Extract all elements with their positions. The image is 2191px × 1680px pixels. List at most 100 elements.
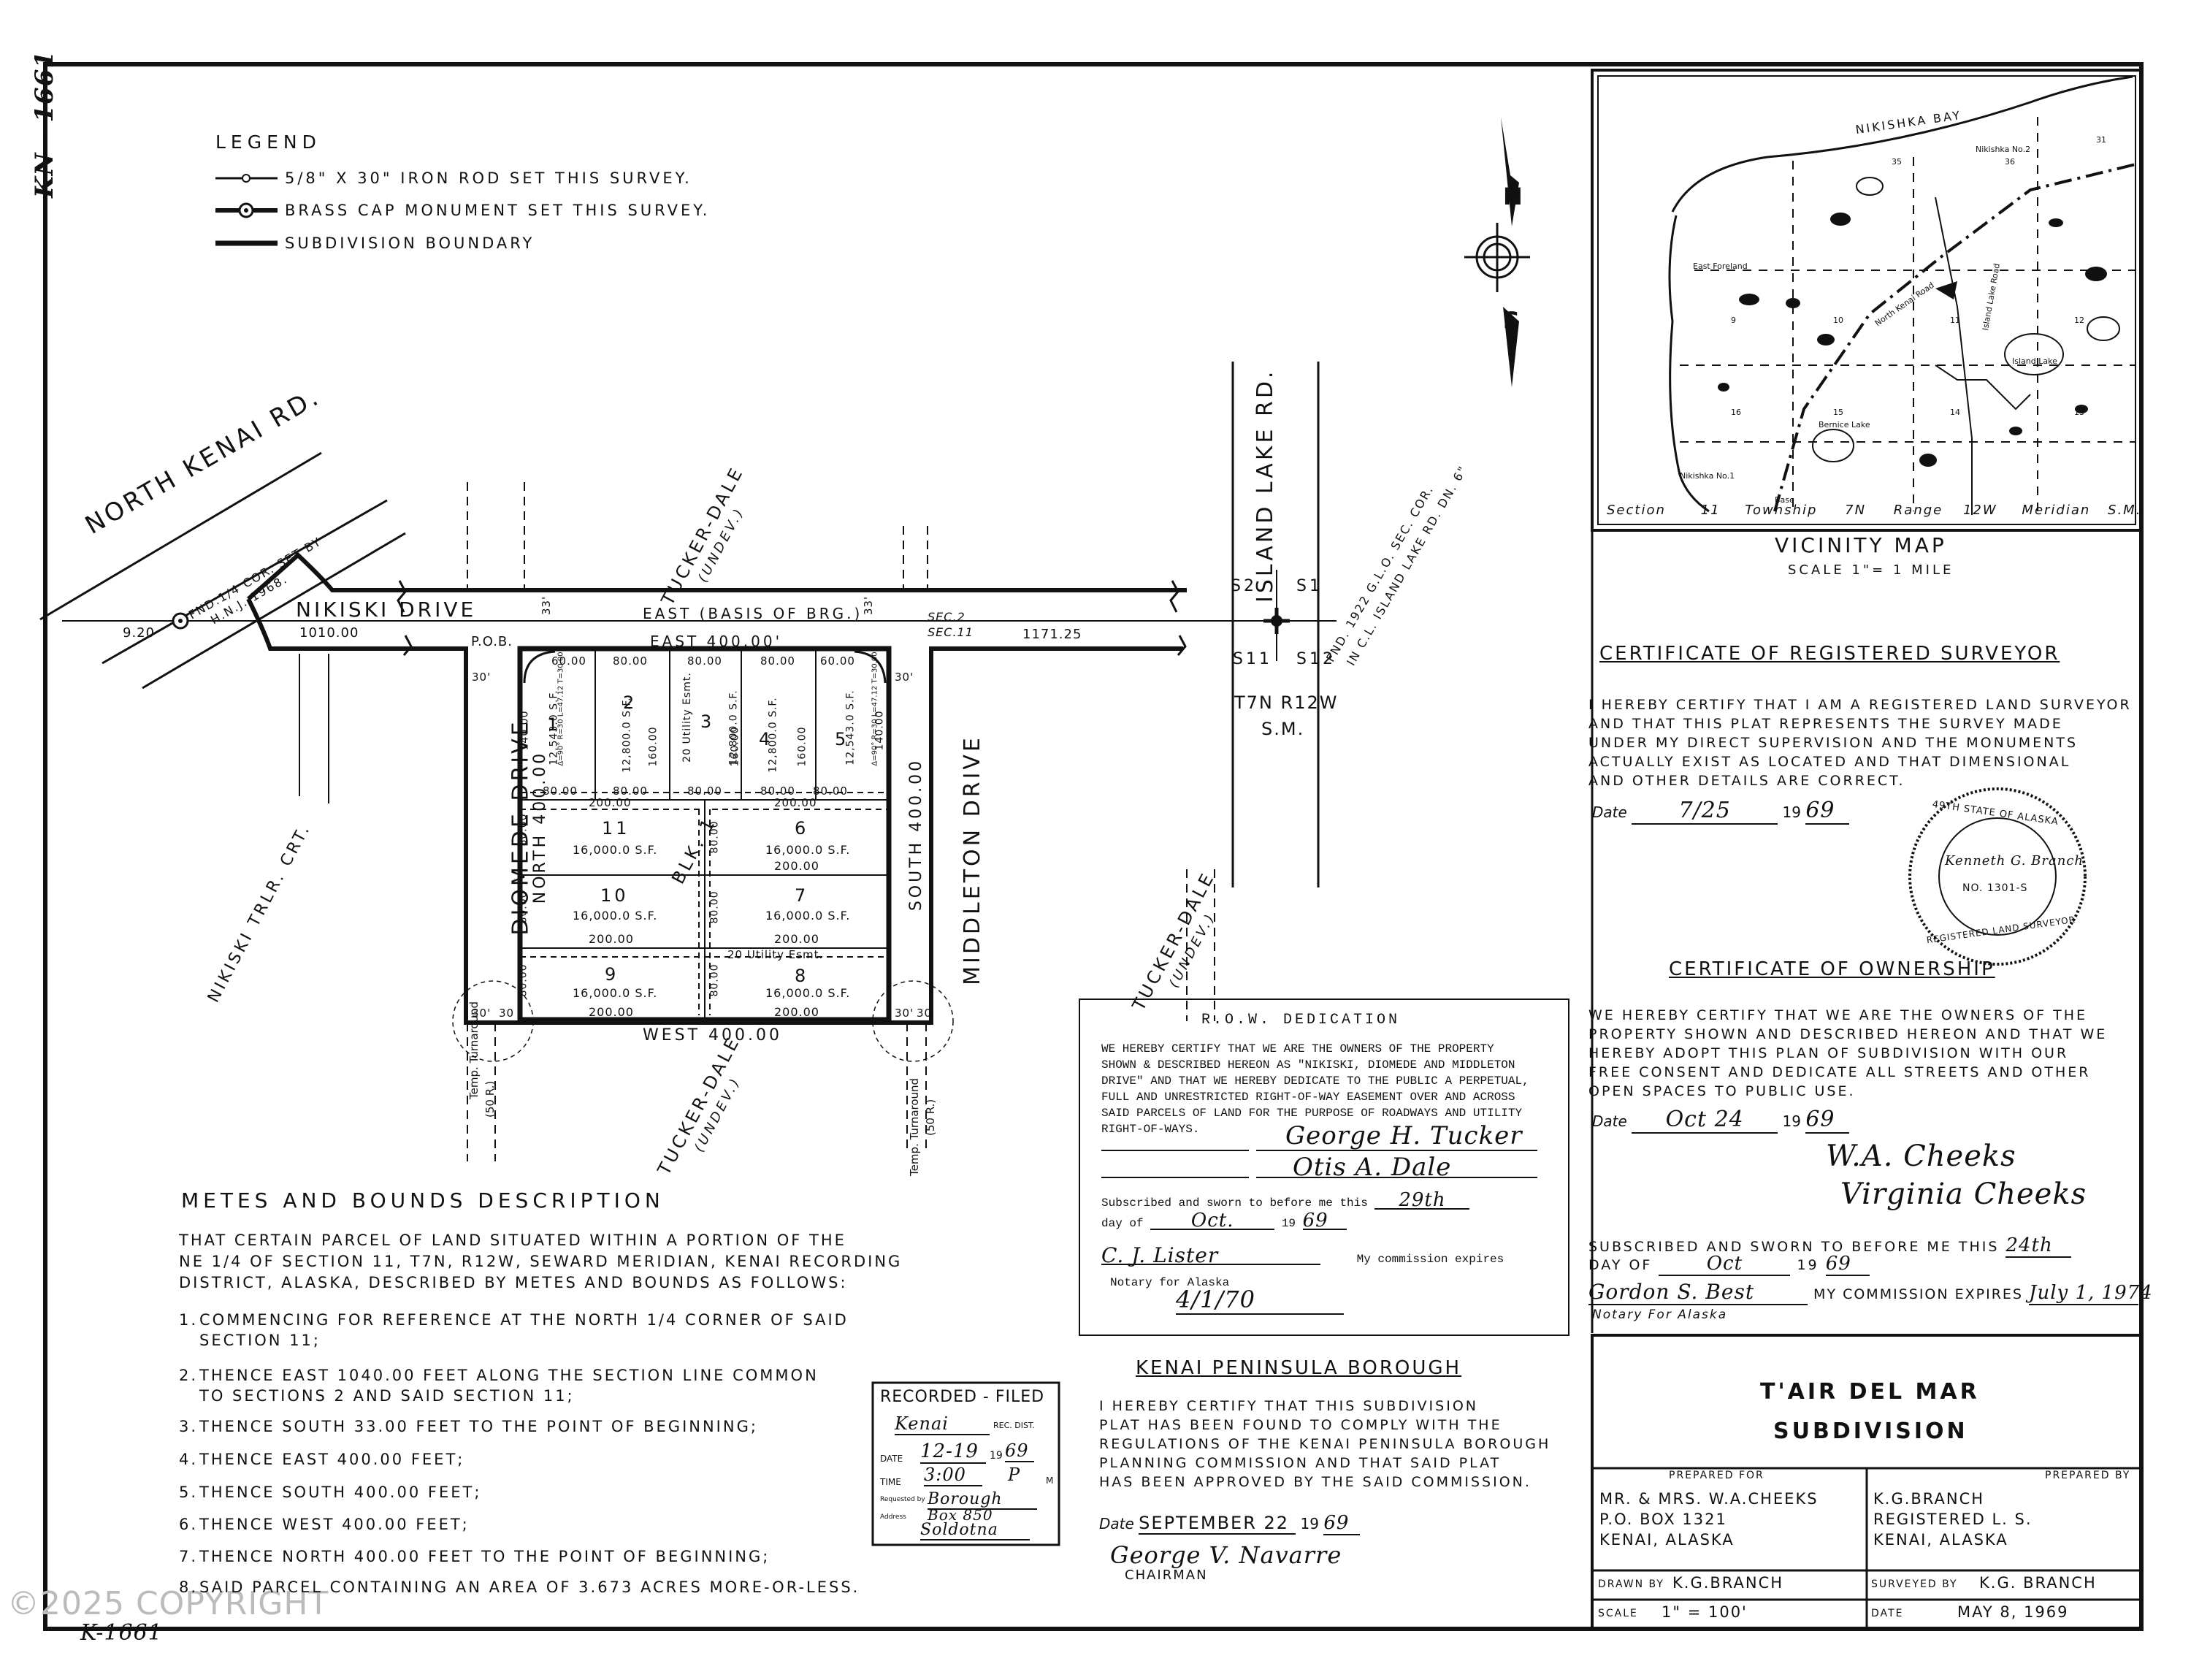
- vm-sec-12: 12: [2074, 316, 2084, 325]
- lot-6: 200.00 6 16,000.0 S.F. 200.00 80.00: [707, 796, 886, 874]
- recorded-title: RECORDED - FILED: [880, 1388, 1045, 1406]
- ownership-cert-date-yr-prefix: 19: [1782, 1112, 1801, 1130]
- surveyor-cert-date-year: 69: [1805, 798, 1850, 825]
- meridian-label: S.M.: [1261, 719, 1305, 739]
- vm-section-label: Section: [1607, 503, 1666, 518]
- surveyor-cert-date-day: 7/25: [1632, 798, 1778, 825]
- prepared-by-label: PREPARED BY: [2045, 1470, 2131, 1481]
- borough-year-prefix: 19: [1300, 1515, 1319, 1532]
- lot-7-number: 7: [795, 885, 809, 906]
- metes-step-5: THENCE SOUTH 400.00 FEET;: [199, 1484, 482, 1501]
- recorded-time-label: TIME: [880, 1477, 901, 1487]
- lot-4-number: 4: [759, 729, 773, 749]
- temp-turnaround-right: Temp. Turnaround: [908, 1077, 921, 1176]
- lot-9: 9 16,000.0 S.F. 200.00 80.00: [518, 950, 702, 1019]
- east-400-label: EAST 400.00': [650, 633, 783, 650]
- legend-title: LEGEND: [215, 131, 321, 153]
- sec2-label: SEC.2: [928, 610, 966, 624]
- lot-7-area: 16,000.0 S.F.: [765, 909, 851, 923]
- borough-line-3: REGULATIONS OF THE KENAI PENINSULA BOROU…: [1099, 1436, 1551, 1452]
- row-sworn: Subscribed and sworn to before me this 2…: [1101, 1191, 1470, 1211]
- row-sworn-date: day of Oct. 19 69: [1101, 1211, 1347, 1232]
- metes-step-1-b: SECTION 11;: [199, 1332, 321, 1349]
- metes-step-3-n: 3.: [179, 1418, 199, 1435]
- seal-name: Kenneth G. Branch: [1945, 853, 2084, 868]
- vicinity-map-scale: SCALE 1"= 1 MILE: [1788, 562, 1954, 578]
- ownership-notary-sig: Gordon S. Best: [1588, 1280, 1808, 1305]
- row-line-4: FULL AND UNRESTRICTED RIGHT-OF-WAY EASEM…: [1101, 1091, 1515, 1104]
- ownership-commission: MY COMMISSION EXPIRES: [1813, 1286, 2023, 1302]
- lot-8-number: 8: [795, 966, 809, 986]
- pob-label: P.O.B.: [471, 634, 513, 649]
- row-sworn-day: 29th: [1374, 1191, 1470, 1210]
- borough-line-4: PLANNING COMMISSION AND THAT SAID PLAT: [1099, 1455, 1502, 1471]
- borough-date-label: Date: [1099, 1515, 1134, 1532]
- surveyor-cert-line-5: AND OTHER DETAILS ARE CORRECT.: [1588, 773, 1905, 789]
- row-sworn-text: Subscribed and sworn to before me this: [1101, 1196, 1368, 1210]
- road-island-lake: ISLAND LAKE RD.: [1253, 368, 1278, 603]
- metes-intro-2: NE 1/4 OF SECTION 11, T7N, R12W, SEWARD …: [179, 1253, 903, 1270]
- metes-title: METES AND BOUNDS DESCRIPTION: [181, 1188, 665, 1213]
- lot-4-front: 80.00: [760, 654, 795, 668]
- borough-line-1: I HEREBY CERTIFY THAT THIS SUBDIVISION: [1099, 1398, 1478, 1414]
- recorded-rec-dist: REC. DIST.: [993, 1421, 1035, 1430]
- row-line-6: RIGHT-OF-WAYS.: [1101, 1123, 1200, 1136]
- title-name-1: T'AIR DEL MAR: [1760, 1379, 1980, 1405]
- legend-symbols: [215, 174, 278, 246]
- row-title: R.O.W. DEDICATION: [1201, 1012, 1401, 1028]
- surveyor-cert-date-label: Date: [1592, 803, 1627, 821]
- vm-range: 12W: [1962, 503, 1997, 518]
- lot-4-area: 12,800.0 S.F.: [767, 697, 779, 773]
- metes-step-1: COMMENCING FOR REFERENCE AT THE NORTH 1/…: [199, 1311, 849, 1329]
- lot-1-area: 12,543.0 S.F.: [548, 690, 560, 765]
- lot-2-depth: 160.00: [647, 726, 659, 767]
- vm-bernice-lake: Bernice Lake: [1819, 420, 1870, 429]
- ownership-cert-date-year: 69: [1805, 1107, 1850, 1134]
- vm-sec-13: 13: [2074, 408, 2084, 417]
- row-signature-1: George H. Tucker: [1285, 1121, 1523, 1150]
- lot-7-side: 80.00: [708, 890, 721, 924]
- row-day-of: day of: [1101, 1217, 1144, 1230]
- row-notary: C. J. Lister My commission expires: [1101, 1245, 1504, 1267]
- setback-30-bl2: 30: [499, 1007, 515, 1020]
- dist-920: 9.20: [123, 625, 156, 641]
- lot-5-front: 60.00: [820, 654, 855, 668]
- prepared-for-line-2: P.O. BOX 1321: [1599, 1511, 1727, 1528]
- recorded-req-label: Requested by: [880, 1496, 925, 1503]
- recorded-year: 69: [1005, 1440, 1034, 1462]
- metes-step-3: THENCE SOUTH 33.00 FEET TO THE POINT OF …: [199, 1418, 758, 1435]
- lot-1-front: 60.00: [551, 654, 586, 668]
- legend-item-boundary: SUBDIVISION BOUNDARY: [285, 234, 535, 252]
- lot-1-depth: 140.00: [519, 710, 531, 751]
- lot-11-area: 16,000.0 S.F.: [573, 843, 658, 857]
- lot-8-easement: 20 Utility Esmt.: [727, 948, 824, 961]
- metes-step-7: THENCE NORTH 400.00 FEET TO THE POINT OF…: [199, 1548, 771, 1565]
- surveyor-cert-line-1: I HEREBY CERTIFY THAT I AM A REGISTERED …: [1588, 697, 2132, 713]
- row-year: 69: [1302, 1211, 1347, 1230]
- ownership-year: 69: [1825, 1253, 1870, 1276]
- ownership-cert-date-label: Date: [1592, 1112, 1627, 1130]
- lot-6-top: 200.00: [774, 796, 817, 809]
- sec11-label: SEC.11: [928, 625, 974, 639]
- row-commission-date: 4/1/70: [1176, 1286, 1344, 1315]
- ownership-cert-line-2: PROPERTY SHOWN AND DESCRIBED HEREON AND …: [1588, 1026, 2108, 1042]
- metes-step-5-n: 5.: [179, 1484, 199, 1501]
- lot-2-number: 2: [623, 692, 638, 713]
- east-basis-label: EAST (BASIS OF BRG.): [643, 605, 863, 622]
- borough-signature: George V. Navarre: [1110, 1541, 1342, 1569]
- lot-8-area: 16,000.0 S.F.: [765, 986, 851, 1000]
- township-range: T7N R12W: [1234, 692, 1339, 713]
- setback-30-br: 30': [895, 1007, 914, 1020]
- road-nikiski-drive: NIKISKI DRIVE: [296, 597, 477, 622]
- metes-intro-3: DISTRICT, ALASKA, DESCRIBED BY METES AND…: [179, 1274, 848, 1291]
- lot-3-number: 3: [700, 711, 715, 732]
- lot-3: 80.00 3 12,800.0 S.F. 160.00 20 Utility …: [671, 652, 741, 798]
- row-line-3: DRIVE" AND THAT WE HEREBY DEDICATE TO TH…: [1101, 1074, 1529, 1088]
- vm-island-lake: Island Lake: [2012, 356, 2057, 366]
- date-value: MAY 8, 1969: [1957, 1603, 2069, 1621]
- lot-11-number: 11: [602, 818, 630, 839]
- metes-step-4: THENCE EAST 400.00 FEET;: [199, 1451, 465, 1468]
- lot-8-side: 80.00: [708, 963, 721, 997]
- lot-5-area: 12,543.0 S.F.: [844, 690, 857, 765]
